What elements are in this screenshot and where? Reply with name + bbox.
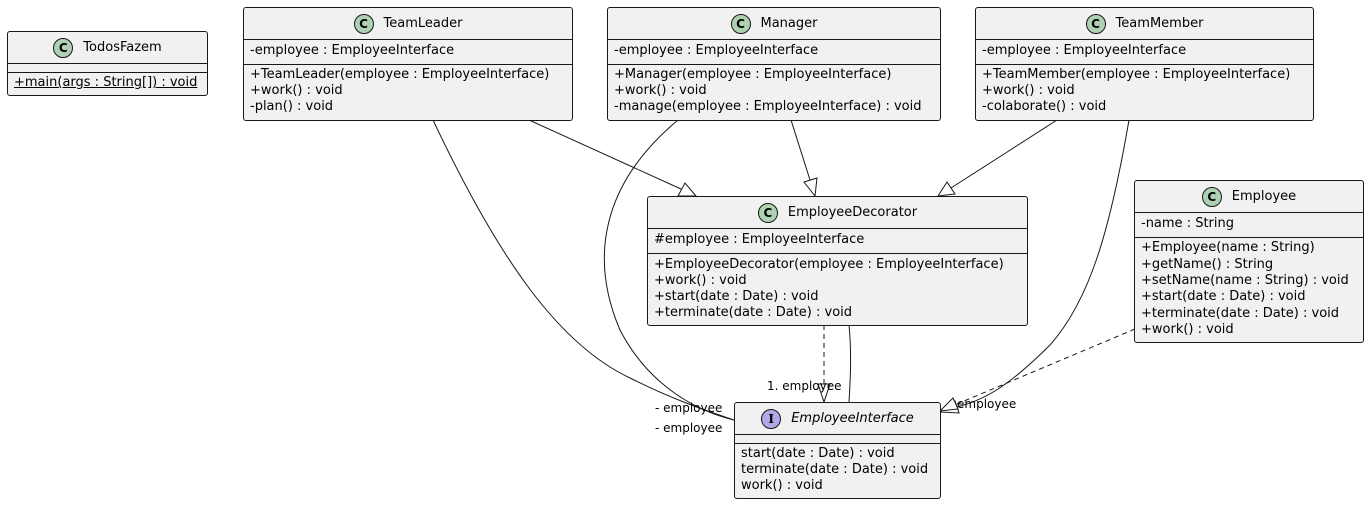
method-getname: +getName() : String bbox=[1141, 257, 1274, 272]
divider bbox=[1135, 212, 1363, 213]
role-label-manager: - employee bbox=[655, 421, 723, 435]
class-todosfazem[interactable]: C TodosFazem +main(args : String[]) : vo… bbox=[7, 31, 208, 96]
class-name: TeamLeader bbox=[383, 16, 463, 31]
role-label-teamleader: - employee bbox=[655, 401, 723, 415]
interface-employeeinterface[interactable]: I EmployeeInterface start(date : Date) :… bbox=[734, 402, 941, 499]
edge-teamleader-extends bbox=[528, 119, 682, 190]
divider bbox=[976, 64, 1313, 65]
class-header: C Manager bbox=[608, 8, 940, 39]
method-work: work() : void bbox=[741, 478, 823, 493]
arrowhead-decorator-implements bbox=[817, 383, 831, 404]
interface-icon: I bbox=[761, 408, 782, 429]
divider bbox=[608, 39, 940, 40]
method-work: +work() : void bbox=[982, 83, 1075, 98]
class-header: C EmployeeDecorator bbox=[648, 197, 1027, 228]
edge-manager-association bbox=[603, 119, 735, 421]
class-name: TodosFazem bbox=[83, 40, 162, 55]
divider bbox=[244, 39, 572, 40]
arrowhead-teamleader-extends bbox=[677, 182, 698, 197]
divider bbox=[1135, 237, 1363, 238]
arrowhead-employee-implements bbox=[938, 397, 959, 412]
class-header: C TeamMember bbox=[976, 8, 1313, 39]
field-name: -name : String bbox=[1141, 216, 1234, 231]
divider bbox=[648, 253, 1027, 254]
interface-name: EmployeeInterface bbox=[791, 411, 914, 426]
method-terminate: terminate(date : Date) : void bbox=[741, 462, 929, 477]
class-teamleader[interactable]: C TeamLeader -employee : EmployeeInterfa… bbox=[243, 7, 573, 121]
edge-employee-implements bbox=[956, 328, 1136, 405]
class-icon: C bbox=[730, 13, 751, 34]
class-icon: C bbox=[757, 202, 778, 223]
class-name: EmployeeDecorator bbox=[787, 205, 918, 220]
role-label-decorator: 1. employee bbox=[767, 379, 842, 393]
class-name: Employee bbox=[1231, 189, 1297, 204]
arrowhead-manager-extends bbox=[803, 177, 818, 198]
divider bbox=[735, 434, 940, 435]
class-icon: C bbox=[53, 37, 74, 58]
method-start: start(date : Date) : void bbox=[741, 446, 895, 461]
class-manager[interactable]: C Manager -employee : EmployeeInterface … bbox=[607, 7, 941, 121]
method-start: +start(date : Date) : void bbox=[1141, 289, 1306, 304]
method-setname: +setName(name : String) : void bbox=[1141, 273, 1349, 288]
class-icon: C bbox=[1201, 186, 1222, 207]
edge-teammember-association bbox=[956, 119, 1130, 408]
field-employee: #employee : EmployeeInterface bbox=[654, 232, 865, 247]
method-constructor: +Manager(employee : EmployeeInterface) bbox=[614, 67, 892, 82]
method-terminate: +terminate(date : Date) : void bbox=[654, 305, 853, 320]
divider bbox=[8, 63, 207, 64]
edge-manager-extends bbox=[790, 119, 811, 181]
class-icon: C bbox=[1085, 13, 1106, 34]
method-work: +work() : void bbox=[1141, 322, 1234, 337]
method-constructor: +TeamMember(employee : EmployeeInterface… bbox=[982, 67, 1291, 82]
method-constructor: +EmployeeDecorator(employee : EmployeeIn… bbox=[654, 257, 1004, 272]
edge-teammember-extends bbox=[950, 119, 1058, 189]
method-main: +main(args : String[]) : void bbox=[14, 75, 198, 90]
divider bbox=[608, 64, 940, 65]
method-start: +start(date : Date) : void bbox=[654, 289, 819, 304]
field-employee: -employee : EmployeeInterface bbox=[982, 43, 1187, 58]
method-work: +work() : void bbox=[654, 273, 747, 288]
class-header: I EmployeeInterface bbox=[735, 403, 940, 434]
class-header: C TodosFazem bbox=[8, 32, 207, 63]
class-header: C TeamLeader bbox=[244, 8, 572, 39]
field-employee: -employee : EmployeeInterface bbox=[614, 43, 819, 58]
class-teammember[interactable]: C TeamMember -employee : EmployeeInterfa… bbox=[975, 7, 1314, 121]
method-constructor: +Employee(name : String) bbox=[1141, 240, 1315, 255]
method-colaborate: -colaborate() : void bbox=[982, 99, 1107, 114]
method-work: +work() : void bbox=[614, 83, 707, 98]
divider bbox=[244, 64, 572, 65]
class-name: TeamMember bbox=[1115, 16, 1204, 31]
role-label-teammember: employee bbox=[957, 397, 1017, 411]
method-terminate: +terminate(date : Date) : void bbox=[1141, 306, 1340, 321]
edge-decorator-association bbox=[848, 324, 852, 403]
divider bbox=[8, 72, 207, 73]
divider bbox=[648, 228, 1027, 229]
class-name: Manager bbox=[760, 16, 818, 31]
class-employeedecorator[interactable]: C EmployeeDecorator #employee : Employee… bbox=[647, 196, 1028, 326]
method-manage: -manage(employee : EmployeeInterface) : … bbox=[614, 99, 922, 114]
class-employee[interactable]: C Employee -name : String +Employee(name… bbox=[1134, 180, 1364, 343]
class-header: C Employee bbox=[1135, 181, 1363, 212]
method-plan: -plan() : void bbox=[250, 99, 334, 114]
field-employee: -employee : EmployeeInterface bbox=[250, 43, 455, 58]
arrowhead-teammember-extends bbox=[937, 181, 956, 197]
method-work: +work() : void bbox=[250, 83, 343, 98]
class-icon: C bbox=[353, 13, 374, 34]
divider bbox=[735, 443, 940, 444]
method-constructor: +TeamLeader(employee : EmployeeInterface… bbox=[250, 67, 550, 82]
divider bbox=[976, 39, 1313, 40]
